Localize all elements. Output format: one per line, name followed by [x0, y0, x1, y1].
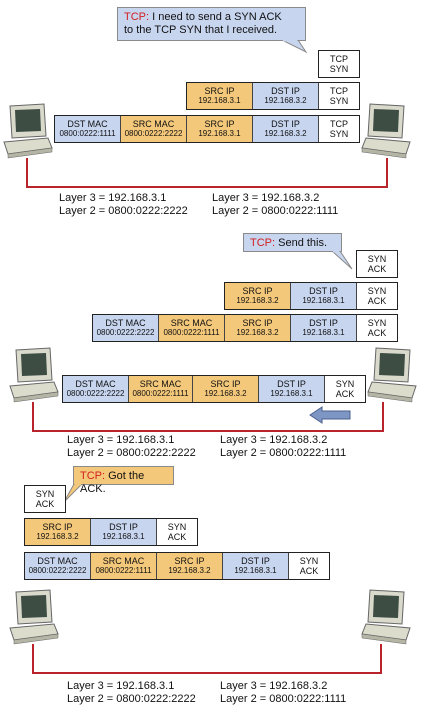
left-host-layer3: Layer 3 = 192.168.3.1 [59, 192, 167, 204]
callout-pointer [63, 484, 83, 503]
computer-icon [9, 347, 59, 403]
computer-icon [3, 103, 53, 159]
network-cable [32, 402, 384, 432]
left-host-layer2: Layer 2 = 0800:0222:2222 [59, 205, 188, 217]
tcp-callout: TCP: Send this. [243, 233, 342, 252]
computer-icon [9, 589, 59, 645]
computer-icon [367, 347, 417, 403]
left-host-layer3: Layer 3 = 192.168.3.1 [67, 680, 175, 692]
right-host-layer2: Layer 2 = 0800:0222:1111 [220, 693, 347, 705]
tcp-callout: TCP: I need to send a SYN ACK to the TCP… [117, 7, 306, 41]
right-host-layer3: Layer 3 = 192.168.3.2 [220, 434, 328, 446]
arrow-left-icon [309, 406, 351, 424]
tcp-callout: TCP: Got the ACK. [73, 466, 174, 495]
left-host-layer2: Layer 2 = 0800:0222:2222 [67, 693, 196, 705]
right-host-layer2: Layer 2 = 0800:0222:1111 [212, 205, 339, 217]
network-cable [26, 158, 388, 188]
left-host-layer2: Layer 2 = 0800:0222:2222 [67, 447, 196, 459]
computer-icon [361, 103, 411, 159]
right-host-layer2: Layer 2 = 0800:0222:1111 [220, 447, 347, 459]
right-host-layer3: Layer 3 = 192.168.3.2 [212, 192, 320, 204]
callout-pointer [331, 251, 353, 270]
right-host-layer3: Layer 3 = 192.168.3.2 [220, 680, 328, 692]
computer-icon [361, 589, 411, 645]
left-host-layer3: Layer 3 = 192.168.3.1 [67, 434, 175, 446]
network-cable [32, 644, 382, 674]
callout-pointer [281, 40, 308, 54]
